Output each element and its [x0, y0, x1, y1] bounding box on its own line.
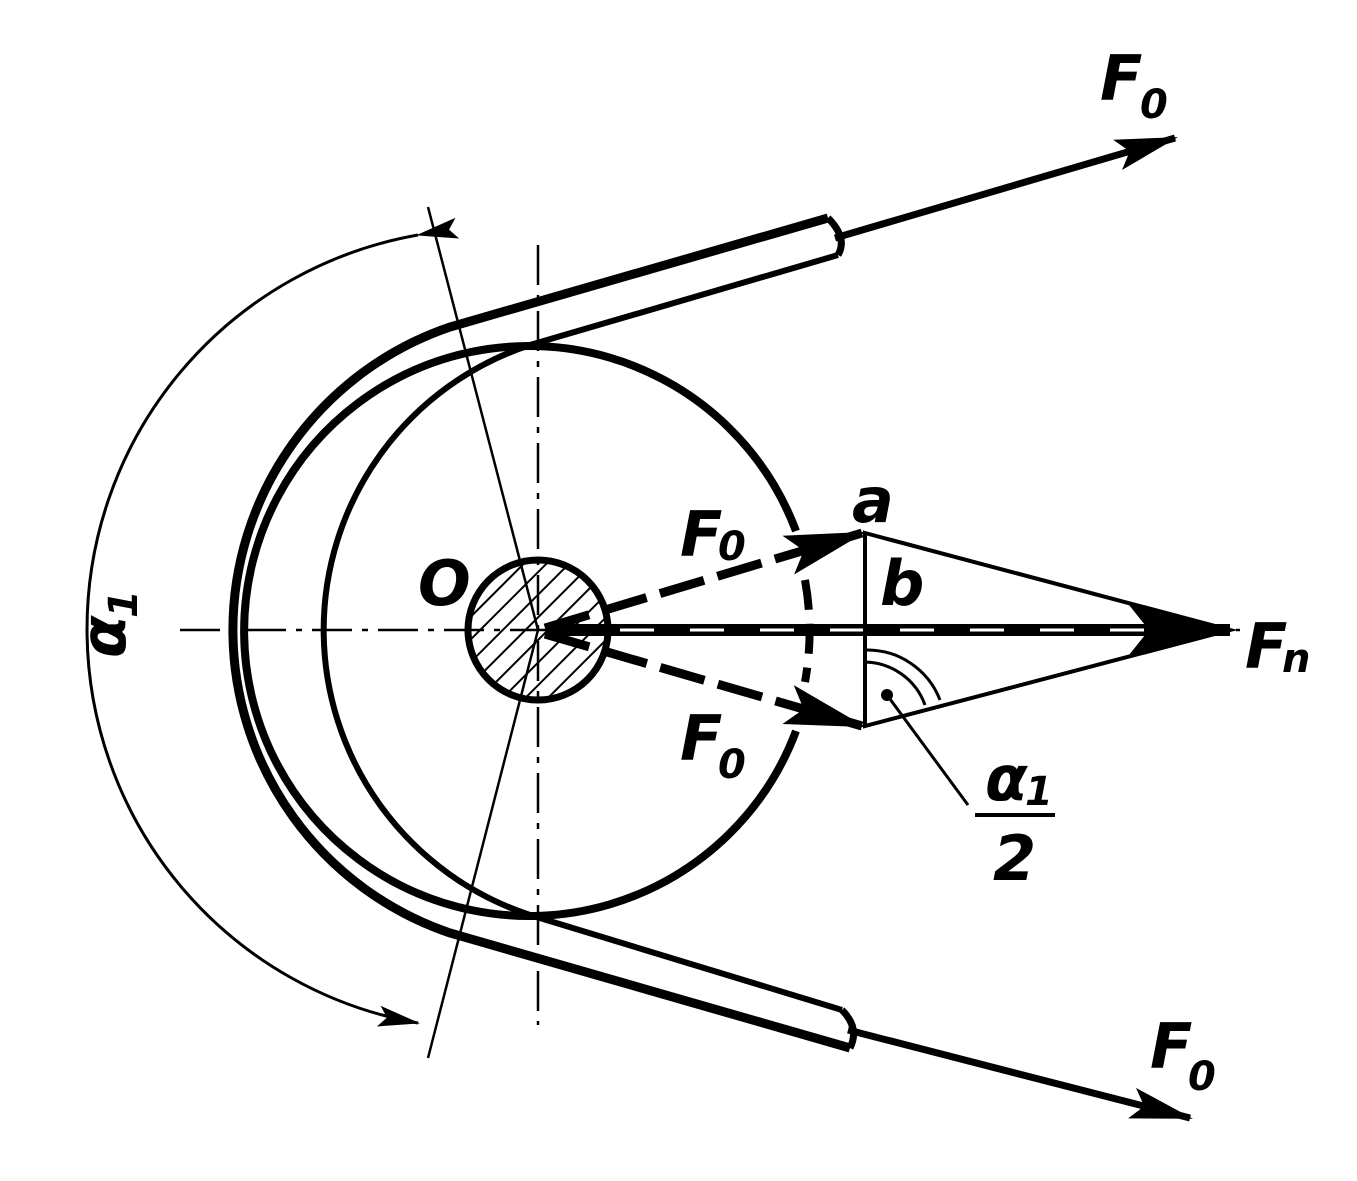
wrap-angle-symbol: α	[67, 615, 140, 658]
wrap-angle-sub: 1	[101, 590, 147, 618]
force-label-lower-inner: F	[680, 702, 722, 775]
half-angle-label: α 1 2	[975, 742, 1055, 895]
half-angle-numerator: α	[985, 742, 1028, 815]
force-label-bottom: F	[1150, 1010, 1192, 1083]
half-angle-denominator: 2	[993, 822, 1036, 895]
belt-outer-edge	[228, 213, 852, 1053]
half-angle-arc-inner	[864, 660, 927, 706]
resultant-force-label-sub: n	[1282, 636, 1310, 682]
force-label-upper-inner: F	[680, 498, 722, 571]
force-label-bottom-sub: 0	[1188, 1054, 1216, 1100]
force-label-lower-inner-sub: 0	[718, 742, 746, 788]
half-angle-arc-outer	[864, 648, 942, 701]
wrap-angle-arc	[85, 217, 460, 1027]
lower-inner-force-vector	[543, 629, 866, 731]
half-angle-leader	[885, 694, 970, 806]
force-label-upper-inner-sub: 0	[718, 524, 746, 570]
upper-belt-force-arrow	[834, 134, 1179, 242]
point-b-label: b	[880, 547, 924, 620]
lower-belt-force-arrow	[847, 1026, 1194, 1122]
pulley-circle	[240, 342, 800, 920]
point-a-label: a	[852, 464, 894, 537]
half-angle-numerator-sub: 1	[1025, 769, 1053, 815]
force-label-top-sub: 0	[1140, 82, 1168, 128]
wrap-angle-label: α 1	[67, 590, 147, 658]
force-label-top: F	[1100, 42, 1142, 115]
upper-inner-force-vector	[543, 528, 866, 633]
center-label: O	[418, 547, 471, 620]
resultant-force-label: F	[1245, 610, 1287, 683]
